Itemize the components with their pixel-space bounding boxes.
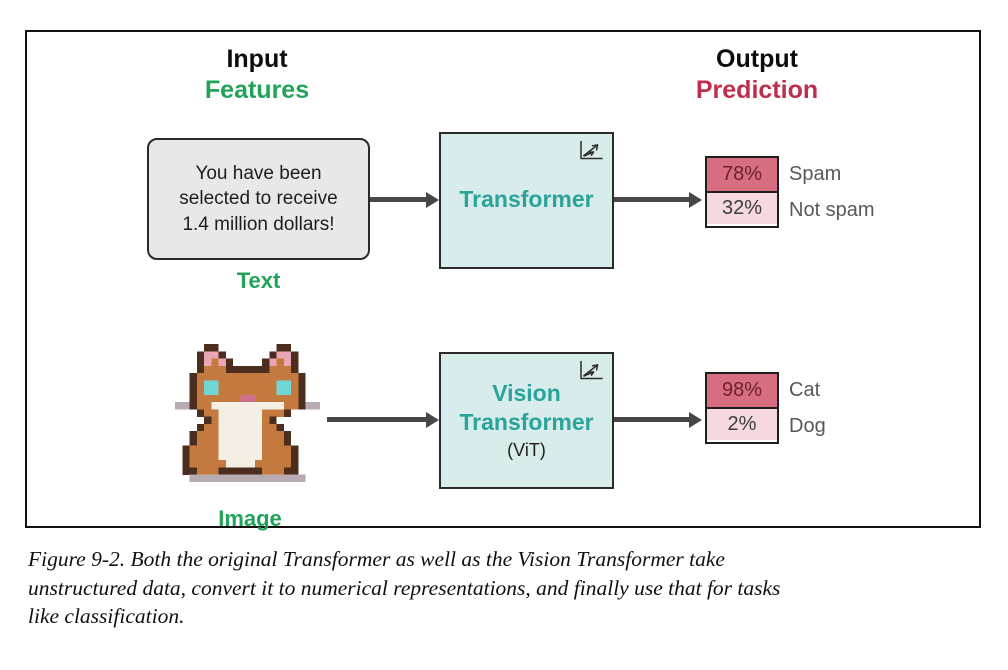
prediction-value-not-spam: 32% — [707, 191, 777, 224]
text-input-line: selected to receive — [179, 188, 338, 210]
flow-arrow-transformer-to-prediction — [614, 197, 689, 202]
prediction-value: 2% — [727, 413, 757, 435]
prediction-value: 78% — [721, 163, 763, 185]
vit-label-line1: Vision — [492, 380, 561, 407]
prediction-cells: 98% 2% — [705, 372, 779, 444]
vision-transformer-box: Vision Transformer (ViT) — [439, 352, 614, 489]
text-input-line: 1.4 million dollars! — [182, 213, 335, 235]
prediction-label-dog: Dog — [789, 414, 826, 437]
text-input-content: You have been selected to receive 1.4 mi… — [179, 161, 337, 237]
figure-caption: Figure 9-2. Both the original Transforme… — [28, 545, 980, 631]
prediction-cells: 78% 32% — [705, 156, 779, 228]
flow-arrow-text-to-transformer — [370, 197, 426, 202]
vit-sublabel: (ViT) — [507, 439, 546, 460]
prediction-label-spam: Spam — [789, 162, 842, 185]
text-input-line: You have been — [195, 163, 322, 185]
prediction-subtitle: Prediction — [695, 75, 819, 104]
prediction-labels: Spam Not spam — [789, 156, 875, 228]
input-title: Input — [226, 45, 288, 73]
figure-frame: Input Features Output Prediction You hav… — [25, 30, 981, 531]
image-input-label: Image — [218, 506, 282, 531]
caption-line: Figure 9-2. Both the original Transforme… — [28, 547, 725, 571]
prediction-value: 98% — [721, 379, 763, 401]
embedding-sketch-icon — [577, 139, 605, 167]
output-column-header: Output Prediction — [612, 44, 902, 105]
text-input-label: Text — [236, 268, 281, 293]
cat-image — [175, 344, 320, 482]
prediction-value: 32% — [721, 197, 763, 219]
embedding-sketch-icon — [577, 359, 605, 387]
transformer-label: Transformer — [459, 186, 594, 213]
caption-line: like classification. — [28, 604, 185, 629]
prediction-value-cat: 98% — [707, 374, 777, 407]
prediction-label-not-spam: Not spam — [789, 198, 875, 221]
prediction-labels: Cat Dog — [789, 372, 826, 444]
flow-arrow-vit-to-prediction — [614, 417, 689, 422]
prediction-value-spam: 78% — [707, 158, 777, 191]
spam-prediction-table: 78% 32% Spam Not spam — [705, 156, 875, 228]
output-title: Output — [716, 45, 798, 73]
prediction-value-dog: 2% — [707, 407, 777, 440]
prediction-label-cat: Cat — [789, 378, 821, 401]
input-column-header: Input Features — [112, 44, 402, 105]
caption-line: unstructured data, convert it to numeric… — [28, 575, 781, 600]
cat-dog-prediction-table: 98% 2% Cat Dog — [705, 372, 826, 444]
flow-arrow-image-to-vit — [327, 417, 426, 422]
text-input-box: You have been selected to receive 1.4 mi… — [147, 138, 370, 260]
transformer-box: Transformer — [439, 132, 614, 269]
vit-label-line2: Transformer — [459, 408, 594, 435]
features-subtitle: Features — [204, 75, 310, 104]
